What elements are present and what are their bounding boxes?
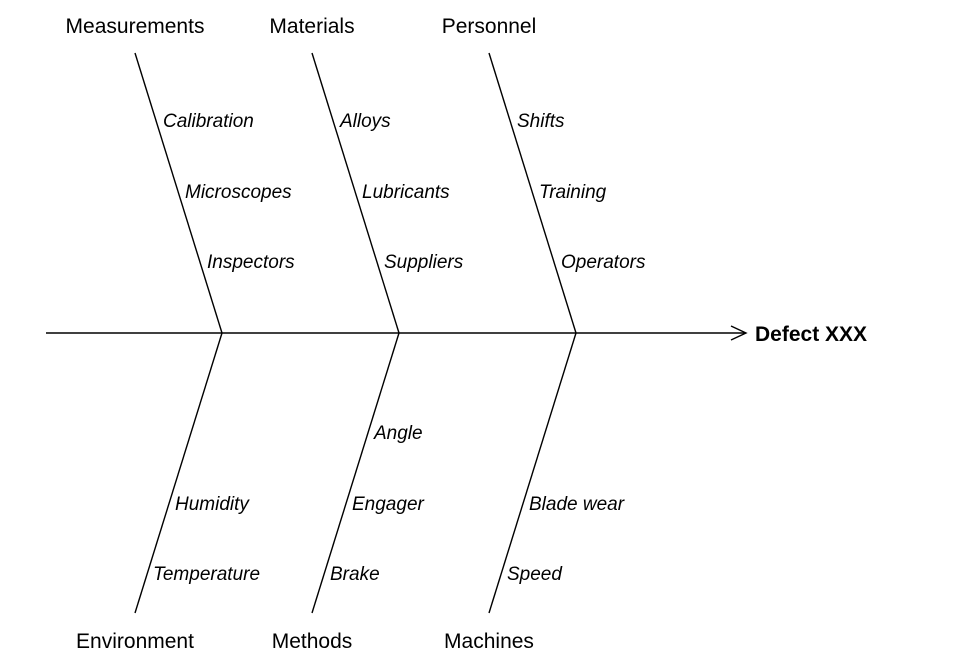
bone-materials bbox=[311, 52, 400, 334]
cause-temperature: Temperature bbox=[153, 564, 261, 585]
cause-training: Training bbox=[539, 182, 607, 203]
category-methods: Methods bbox=[271, 630, 353, 653]
category-personnel: Personnel bbox=[441, 15, 537, 38]
cause-angle: Angle bbox=[374, 423, 423, 444]
cause-engager: Engager bbox=[352, 494, 424, 515]
cause-humidity: Humidity bbox=[175, 494, 249, 515]
cause-inspectors: Inspectors bbox=[207, 252, 295, 273]
bone-environment bbox=[134, 332, 223, 614]
cause-suppliers: Suppliers bbox=[384, 252, 464, 273]
category-measurements: Measurements bbox=[65, 15, 205, 38]
cause-alloys: Alloys bbox=[340, 111, 391, 132]
effect-label: Defect XXX bbox=[755, 323, 868, 346]
cause-speed: Speed bbox=[507, 564, 562, 585]
cause-shifts: Shifts bbox=[517, 111, 565, 132]
bone-methods bbox=[311, 332, 400, 614]
cause-calibration: Calibration bbox=[163, 111, 254, 132]
bone-personnel bbox=[488, 52, 577, 334]
cause-operators: Operators bbox=[561, 252, 646, 273]
spine-arrowhead bbox=[730, 325, 748, 341]
cause-microscopes: Microscopes bbox=[185, 182, 292, 203]
category-machines: Machines bbox=[444, 630, 534, 653]
bone-machines bbox=[488, 332, 577, 614]
bone-measurements bbox=[134, 52, 223, 334]
cause-blade-wear: Blade wear bbox=[529, 494, 625, 515]
cause-lubricants: Lubricants bbox=[362, 182, 450, 203]
cause-brake: Brake bbox=[330, 564, 380, 585]
category-materials: Materials bbox=[269, 15, 355, 38]
category-environment: Environment bbox=[76, 630, 194, 653]
